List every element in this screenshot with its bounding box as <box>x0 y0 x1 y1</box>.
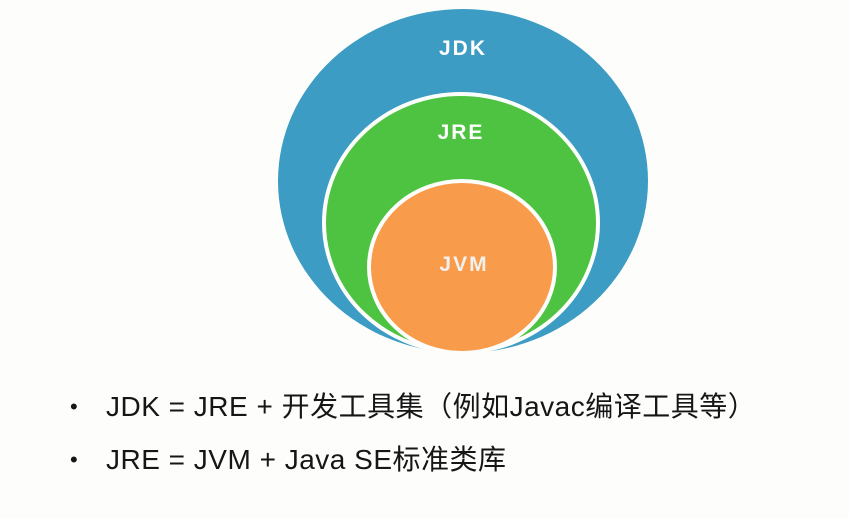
bullet-item: • JDK = JRE + 开发工具集（例如Javac编译工具等） <box>70 389 756 425</box>
jre-label: JRE <box>437 121 485 144</box>
jvm-circle <box>367 179 557 355</box>
bullet-text: JRE = JVM + Java SE标准类库 <box>106 444 507 475</box>
bullet-marker: • <box>70 447 78 472</box>
bullet-text: JDK = JRE + 开发工具集（例如Javac编译工具等） <box>106 391 757 422</box>
bullet-marker: • <box>70 394 78 419</box>
jvm-label: JVM <box>439 253 489 276</box>
bullet-list: • JDK = JRE + 开发工具集（例如Javac编译工具等） • JRE … <box>70 389 756 495</box>
bullet-item: • JRE = JVM + Java SE标准类库 <box>70 442 756 478</box>
jdk-label: JDK <box>438 37 488 60</box>
nested-circles-diagram <box>278 9 648 355</box>
